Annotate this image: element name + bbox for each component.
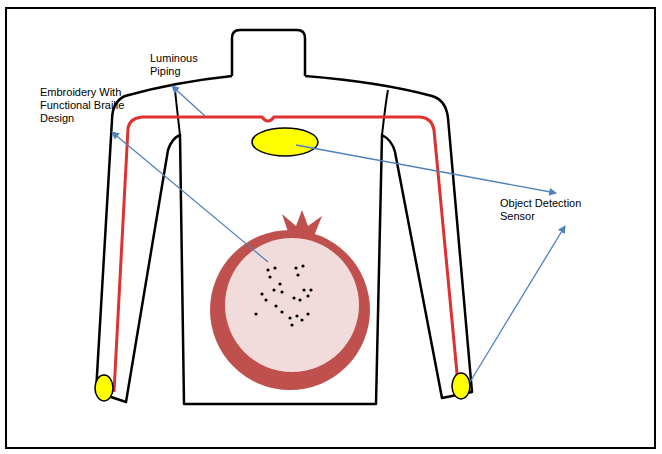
leader-arrow [112,132,268,262]
armhole-seam [175,90,180,135]
pomegranate-inner [225,238,359,372]
frame [6,8,655,448]
leader-arrow [172,86,205,116]
callout-label: Object Detection Sensor [500,197,608,223]
callout-label: Embroidery With Functional Braille Desig… [40,86,142,125]
collar [232,30,305,78]
object-sensor [252,128,318,156]
leader-arrow [296,145,556,193]
leader-arrow [470,226,565,382]
braille-dots [254,264,312,326]
jacket-body [96,76,472,404]
pomegranate [210,230,370,390]
armhole-seam [382,90,388,135]
object-sensor [95,375,113,401]
callout-label: Luminous Piping [150,52,212,78]
object-sensor [452,373,470,399]
luminous-piping [114,117,458,392]
